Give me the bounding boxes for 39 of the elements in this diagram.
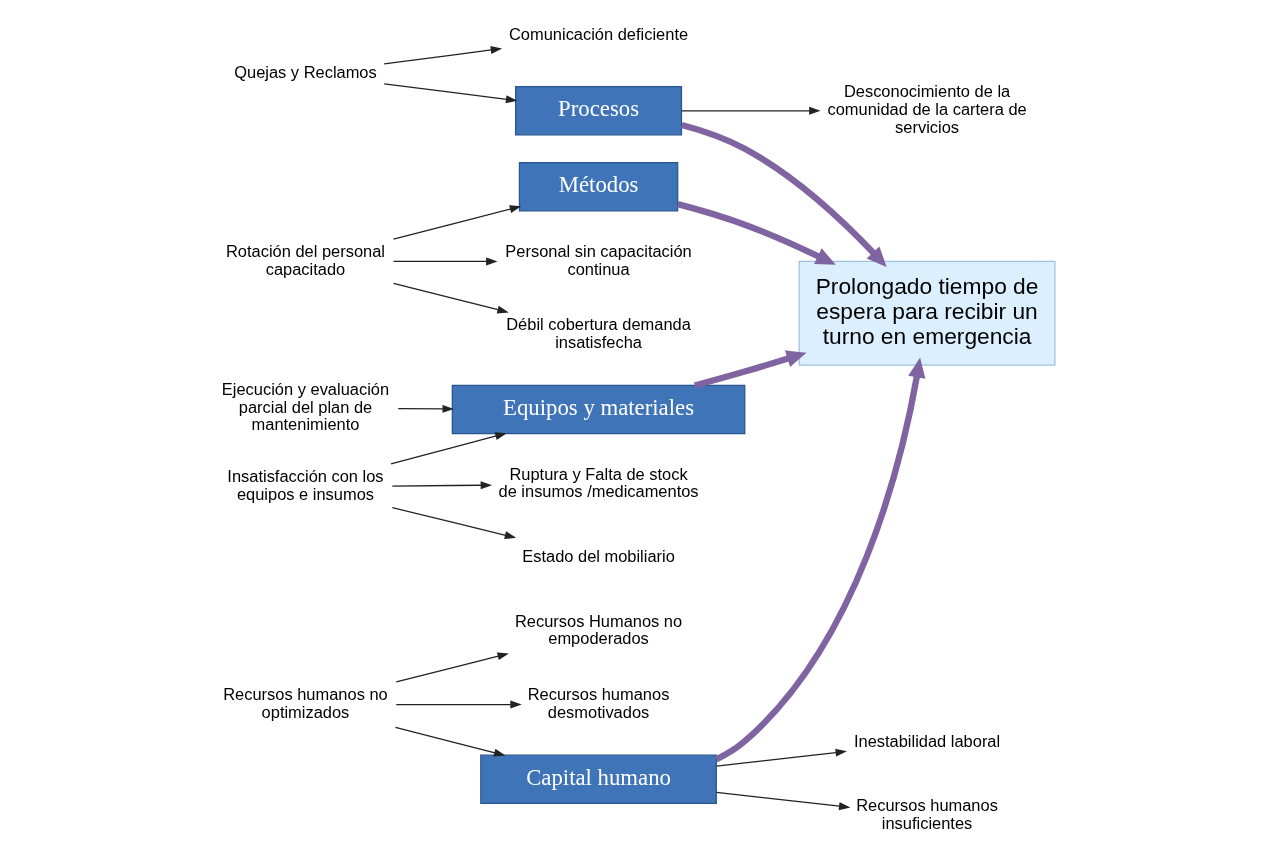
node-text: Débil cobertura demanda insatisfecha [506, 315, 691, 352]
arrow [677, 201, 836, 265]
node-box: Prolongado tiempo de espera para recibir un turno en emergencia [798, 260, 1056, 366]
arrow [680, 121, 887, 267]
arrow [390, 432, 507, 465]
arrow [714, 357, 926, 763]
node-text: Quejas y Reclamos [234, 63, 377, 82]
arrow [394, 726, 506, 757]
node-text: Insatisfacción con los equipos e insumos [227, 467, 384, 503]
node-box: Capital humano [480, 754, 717, 804]
node-text: Ruptura y Falta de stock de insumos /medicamentos [498, 464, 699, 501]
arrow [397, 404, 454, 413]
node-box: Métodos [518, 162, 679, 212]
node-text: Recursos humanos desmotivados [527, 684, 670, 721]
arrow [395, 700, 522, 709]
arrow [395, 652, 509, 683]
node-box: Equipos y materiales [451, 384, 746, 435]
arrow [392, 257, 498, 266]
arrow [392, 205, 522, 240]
arrow [383, 46, 503, 65]
node-text: Rotación del personal capacitado [225, 241, 385, 278]
arrow [715, 748, 847, 767]
arrow [693, 350, 807, 389]
node-box: Procesos [515, 86, 683, 136]
arrow [391, 481, 493, 490]
node-text: Estado del mobiliario [522, 546, 675, 565]
node-text: Recursos humanos insuficientes [856, 796, 998, 833]
node-text: Inestabilidad laboral [853, 731, 1001, 750]
arrow [391, 507, 517, 540]
node-text: Desconocimiento de la comunidad de la cartera de servicios [827, 82, 1027, 136]
node-text: Personal sin capacitación continua [505, 241, 692, 278]
arrow [383, 83, 518, 104]
node-text: Recursos humanos no optimizados [223, 684, 388, 721]
node-text: Comunicación deficiente [509, 25, 689, 44]
arrow [681, 106, 821, 115]
arrow [715, 791, 851, 811]
node-text: Recursos Humanos no empoderados [514, 611, 683, 648]
arrow [392, 282, 509, 314]
node-text: Ejecución y evaluación parcial del plan de mantenimiento [221, 379, 390, 434]
